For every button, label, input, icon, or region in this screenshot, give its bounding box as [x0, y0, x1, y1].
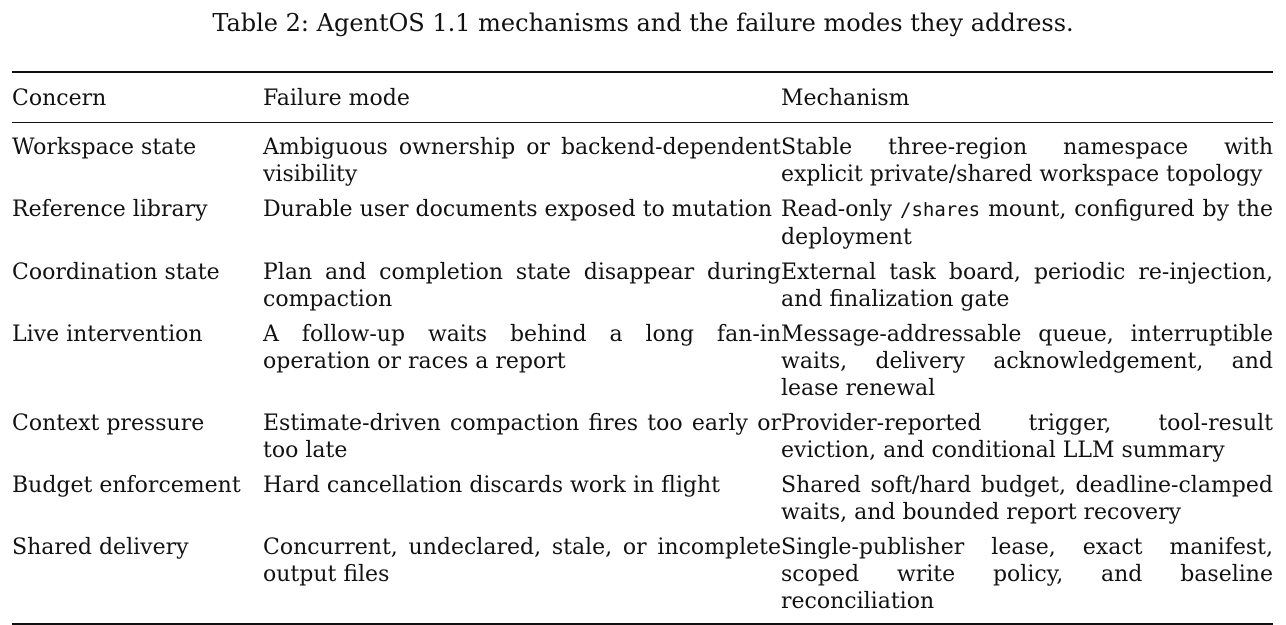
table-row: Budget enforcement Hard cancellation dis… — [12, 472, 1273, 534]
cell-concern: Live intervention — [12, 322, 203, 347]
cell-failure-mode: Hard cancellation discards work in fligh… — [263, 473, 720, 498]
table-row: Workspace state Ambiguous ownership or b… — [12, 123, 1273, 196]
cell-mechanism: External task board, periodic re-injecti… — [781, 260, 1273, 312]
mechanism-text-post: mount, configured by the deployment — [781, 197, 1273, 250]
table-header-row: Concern Failure mode Mechanism — [12, 73, 1273, 122]
cell-mechanism: Message-addressable queue, interruptible… — [781, 322, 1273, 401]
header-concern: Concern — [12, 86, 107, 111]
cell-concern: Shared delivery — [12, 535, 189, 560]
cell-failure-mode: Concurrent, undeclared, stale, or incomp… — [263, 535, 781, 587]
table-top-rule — [12, 71, 1273, 73]
mechanisms-table: Concern Failure mode Mechanism Workspace… — [12, 71, 1273, 625]
table-row: Context pressure Estimate-driven compact… — [12, 410, 1273, 472]
cell-concern: Reference library — [12, 197, 208, 222]
table-row: Coordination state Plan and completion s… — [12, 259, 1273, 321]
header-failure-mode: Failure mode — [263, 86, 410, 111]
table-row: Live intervention A follow-up waits behi… — [12, 321, 1273, 410]
table-header-rule — [12, 122, 1273, 123]
cell-failure-mode: Estimate-driven compaction fires too ear… — [263, 411, 781, 463]
header-mechanism: Mechanism — [781, 86, 910, 111]
mechanism-text-pre: Read-only — [781, 197, 901, 222]
cell-concern: Workspace state — [12, 135, 197, 160]
cell-failure-mode: Plan and completion state disappear duri… — [263, 260, 781, 312]
cell-failure-mode: A follow-up waits behind a long fan-in o… — [263, 322, 781, 374]
cell-concern: Coordination state — [12, 260, 220, 285]
cell-mechanism: Read-only /shares mount, configured by t… — [781, 196, 1273, 259]
cell-mechanism: Stable three-region namespace with expli… — [781, 135, 1273, 187]
shares-path-code: /shares — [900, 199, 981, 221]
table-caption: Table 2: AgentOS 1.1 mechanisms and the … — [212, 9, 1074, 37]
cell-concern: Context pressure — [12, 411, 205, 436]
cell-mechanism: Shared soft/hard budget, deadline-clampe… — [781, 473, 1273, 525]
cell-failure-mode: Durable user documents exposed to mutati… — [263, 197, 773, 222]
cell-concern: Budget enforcement — [12, 473, 241, 498]
cell-mechanism: Single-publisher lease, exact manifest, … — [781, 535, 1273, 614]
table-row: Reference library Durable user documents… — [12, 196, 1273, 259]
cell-failure-mode: Ambiguous ownership or backend-dependent… — [263, 135, 781, 187]
cell-mechanism: Provider-reported trigger, tool-result e… — [781, 411, 1273, 463]
table-row: Shared delivery Concurrent, undeclared, … — [12, 534, 1273, 623]
